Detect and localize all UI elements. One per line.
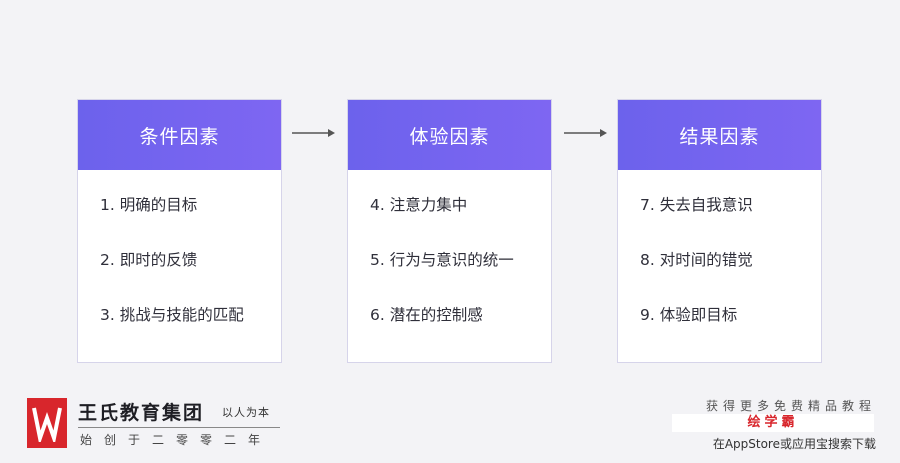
promo-app-name: 绘学霸	[672, 414, 874, 432]
card-item-list: 7. 失去自我意识 8. 对时间的错觉 9. 体验即目标	[618, 170, 821, 359]
card-experience-factors: 体验因素 4. 注意力集中 5. 行为与意识的统一 6. 潜在的控制感	[347, 99, 552, 363]
list-item: 7. 失去自我意识	[640, 196, 753, 214]
list-item: 4. 注意力集中	[370, 196, 468, 214]
list-item: 6. 潜在的控制感	[370, 306, 483, 324]
list-item: 3. 挑战与技能的匹配	[100, 306, 244, 324]
list-item: 5. 行为与意识的统一	[370, 251, 514, 269]
card-title: 结果因素	[618, 100, 821, 170]
list-item: 9. 体验即目标	[640, 306, 738, 324]
list-item: 8. 对时间的错觉	[640, 251, 753, 269]
brand-name: 王氏教育集团	[78, 402, 205, 424]
list-item: 1. 明确的目标	[100, 196, 198, 214]
brand-logo	[27, 398, 67, 448]
card-title: 体验因素	[348, 100, 551, 170]
card-item-list: 4. 注意力集中 5. 行为与意识的统一 6. 潜在的控制感	[348, 170, 551, 359]
brand-since: 始创于二零零二年	[80, 433, 273, 447]
promo-download-text: 在AppStore或应用宝搜索下载	[712, 437, 876, 451]
card-title: 条件因素	[78, 100, 281, 170]
arrow-right-icon	[292, 129, 335, 137]
list-item: 2. 即时的反馈	[100, 251, 198, 269]
brand-slogan: 以人为本	[222, 406, 270, 419]
card-outcome-factors: 结果因素 7. 失去自我意识 8. 对时间的错觉 9. 体验即目标	[617, 99, 822, 363]
promo-headline: 获得更多免费精品教程	[705, 399, 876, 413]
card-condition-factors: 条件因素 1. 明确的目标 2. 即时的反馈 3. 挑战与技能的匹配	[77, 99, 282, 363]
w-logo-icon	[32, 407, 62, 442]
divider	[78, 427, 280, 428]
card-item-list: 1. 明确的目标 2. 即时的反馈 3. 挑战与技能的匹配	[78, 170, 281, 359]
arrow-right-icon	[564, 129, 607, 137]
